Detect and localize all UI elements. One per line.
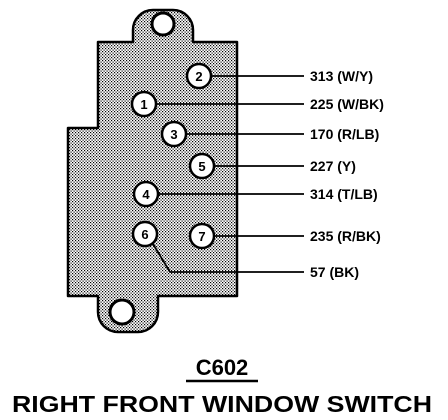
pin-6-number: 6 [141,227,148,242]
mounting-hole-top [150,11,176,37]
mounting-hole-bottom [108,298,136,326]
pin-3-number: 3 [170,127,177,142]
circuit-label-pin-6: 57 (BK) [310,264,359,280]
pin-6: 6 [131,220,159,248]
pin-4-number: 4 [142,187,150,202]
circuit-label-pin-5: 227 (Y) [310,158,356,174]
pin-2: 2 [185,62,213,90]
pin-5-number: 5 [198,159,205,174]
leader-line-pin-6 [152,243,304,273]
pin-3: 3 [160,120,188,148]
pin-4: 4 [132,180,160,208]
pin-7-number: 7 [198,229,205,244]
circuit-label-pin-2: 313 (W/Y) [310,68,373,84]
circuit-label-pin-1: 225 (W/BK) [310,96,384,112]
circuit-label-pin-3: 170 (R/LB) [310,126,379,142]
connector-body [66,8,239,334]
circuit-label-pin-7: 235 (R/BK) [310,228,381,244]
pin-5: 5 [188,152,216,180]
pin-7: 7 [188,222,216,250]
circuit-label-pin-4: 314 (T/LB) [310,186,378,202]
pin-1-number: 1 [140,97,147,112]
pin-2-number: 2 [195,69,202,84]
pin-1: 1 [130,90,158,118]
connector-id: C602 [196,355,249,380]
component-title: RIGHT FRONT WINDOW SWITCH [12,391,432,417]
